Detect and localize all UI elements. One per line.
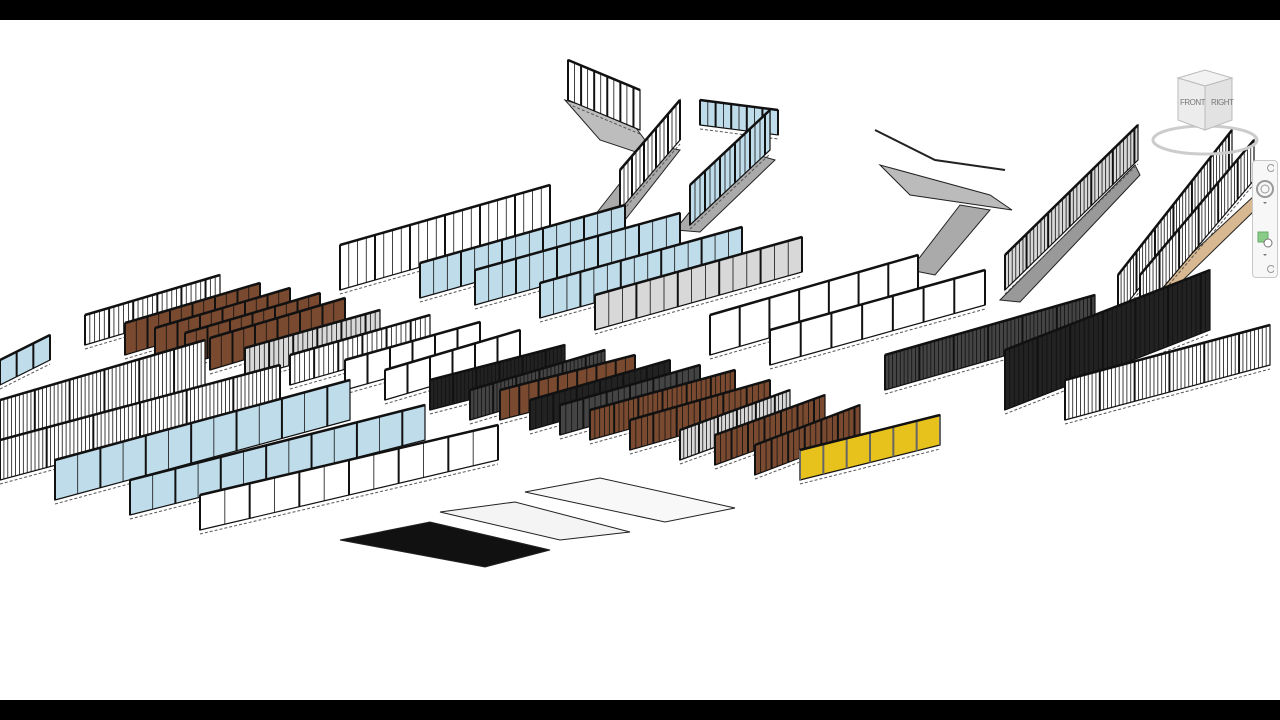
top-rail <box>594 235 803 297</box>
options-icon[interactable] <box>1256 263 1274 275</box>
top-rail <box>419 203 626 265</box>
railing <box>689 108 771 230</box>
railing <box>619 98 681 215</box>
top-rail <box>714 393 826 437</box>
steering-wheel-icon[interactable] <box>1256 175 1274 205</box>
top-rail <box>129 403 426 482</box>
top-rail <box>529 358 671 402</box>
top-rail <box>289 313 431 357</box>
top-rail <box>1064 323 1271 382</box>
navigation-bar <box>1252 160 1278 278</box>
railing <box>594 235 803 335</box>
top-rail <box>184 291 321 335</box>
shadow-line <box>1139 183 1255 320</box>
shadow-line <box>689 153 771 230</box>
railing-panel <box>0 334 51 386</box>
railing <box>589 368 736 445</box>
top-rail <box>199 423 499 497</box>
top-rail <box>0 333 51 362</box>
railing-panel <box>1004 123 1139 292</box>
top-rail <box>209 296 346 340</box>
top-rail <box>84 273 221 317</box>
shadow-line <box>1004 163 1139 295</box>
top-rail <box>567 58 641 92</box>
railing <box>799 413 941 485</box>
top-rail <box>244 308 381 350</box>
top-rail <box>699 98 779 112</box>
top-rail <box>384 328 521 372</box>
railing <box>567 58 641 135</box>
top-rail <box>0 338 206 402</box>
floor-slab <box>339 521 551 568</box>
railing <box>244 308 381 383</box>
viewcube-right-face[interactable]: RIGHT <box>1211 98 1234 107</box>
viewcube-front-face[interactable]: FRONT <box>1180 98 1206 107</box>
stair-flight <box>909 204 991 276</box>
shadow-line <box>0 363 51 390</box>
top-rail <box>799 413 941 452</box>
zoom-icon[interactable] <box>1256 229 1274 259</box>
railing <box>769 268 986 370</box>
3d-viewport[interactable]: FRONT RIGHT <box>0 20 1280 700</box>
shadow-line <box>594 275 803 335</box>
top-rail <box>339 183 551 247</box>
railing <box>1004 123 1139 295</box>
top-rail <box>754 403 861 447</box>
shadow-line <box>619 143 681 215</box>
railing <box>629 378 771 455</box>
railing <box>339 183 551 295</box>
top-rail <box>154 286 291 330</box>
top-rail <box>1139 139 1255 276</box>
top-rail <box>344 320 481 362</box>
shadow-line <box>1064 368 1271 425</box>
top-rail <box>619 99 681 171</box>
top-rail <box>0 363 281 442</box>
top-rail <box>469 348 606 392</box>
top-rail <box>559 363 701 407</box>
railing <box>199 423 499 535</box>
top-rail <box>1004 268 1211 352</box>
stair-flight <box>998 164 1141 303</box>
top-rail <box>884 293 1096 357</box>
top-rail <box>709 253 919 317</box>
shadow-line <box>567 103 641 135</box>
floor-slab <box>439 501 631 541</box>
stair-flight <box>878 164 1013 211</box>
shadow-line <box>199 463 499 535</box>
railing <box>1064 323 1271 425</box>
top-rail <box>679 388 791 432</box>
railing <box>1139 138 1255 320</box>
top-rail <box>589 368 736 412</box>
railing <box>1004 268 1211 415</box>
viewcube-compass-ring[interactable] <box>1150 68 1260 158</box>
top-rail <box>474 211 681 272</box>
top-rail <box>499 353 636 392</box>
top-rail <box>769 268 986 332</box>
top-rail <box>689 109 771 186</box>
shadow-line <box>769 308 986 370</box>
top-rail <box>629 378 771 422</box>
top-rail <box>429 343 566 382</box>
top-rail <box>124 281 261 325</box>
floor-slab <box>524 477 736 523</box>
handrail <box>874 129 1006 171</box>
viewcube[interactable]: FRONT RIGHT <box>1150 68 1260 158</box>
close-icon[interactable] <box>1256 163 1274 173</box>
railing-model-scene[interactable] <box>0 20 1280 700</box>
top-rail <box>1004 124 1139 256</box>
railing <box>0 333 51 390</box>
top-rail <box>539 225 743 285</box>
shadow-line <box>799 448 941 485</box>
top-rail <box>54 378 351 462</box>
